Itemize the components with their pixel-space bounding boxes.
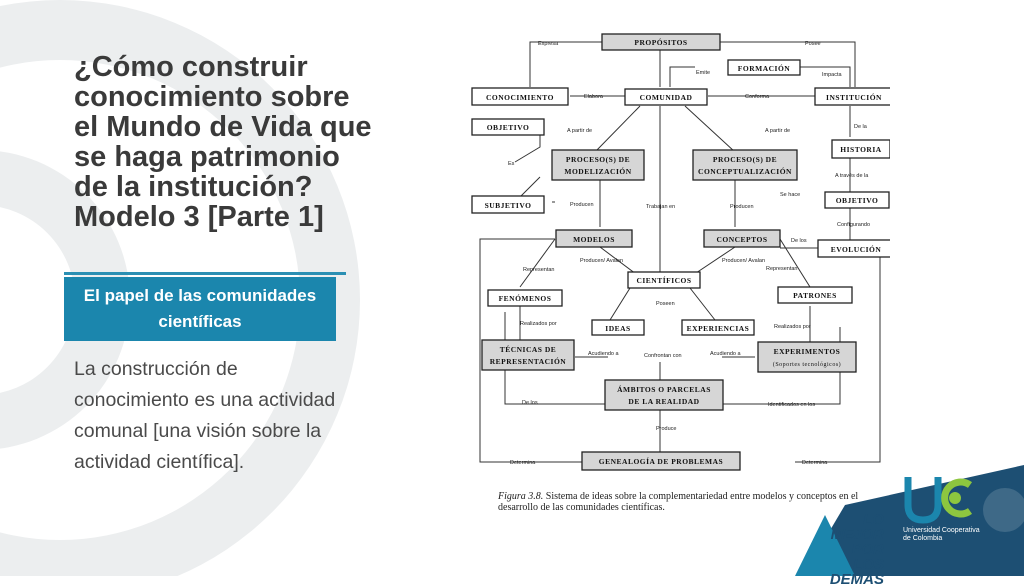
node-formacion: FORMACIÓN bbox=[727, 59, 801, 76]
node-cientificos: CIENTÍFICOS bbox=[627, 271, 701, 289]
brand-corner bbox=[795, 465, 1024, 576]
node-genealogia: GENEALOGÍA DE PROBLEMAS bbox=[581, 451, 741, 471]
label-confrontan-con: Confrontan con bbox=[644, 353, 682, 359]
node-institucion: INSTITUCIÓN bbox=[814, 87, 890, 106]
node-subjetivo: SUBJETIVO bbox=[471, 195, 545, 214]
label-emite: Emite bbox=[696, 70, 710, 76]
svg-text:PATRONES: PATRONES bbox=[793, 291, 837, 300]
label-representan-2: Representan bbox=[766, 266, 798, 272]
label-a-traves: A través de la bbox=[835, 173, 869, 179]
label-a-partir-2: A partir de bbox=[765, 128, 790, 134]
node-experimentos: EXPERIMENTOS (Soportes tecnológicos) bbox=[757, 341, 857, 373]
node-modelos: MODELOS bbox=[555, 229, 633, 248]
svg-text:PROCESO(S) DE: PROCESO(S) DE bbox=[713, 155, 777, 164]
svg-text:EVOLUCIÓN: EVOLUCIÓN bbox=[831, 244, 882, 254]
svg-text:SUBJETIVO: SUBJETIVO bbox=[485, 201, 532, 210]
title-underline bbox=[64, 272, 346, 275]
svg-text:EXPERIMENTOS: EXPERIMENTOS bbox=[774, 347, 841, 356]
svg-text:DE LA REALIDAD: DE LA REALIDAD bbox=[628, 397, 699, 406]
label-elabora: Elabora bbox=[584, 94, 604, 100]
svg-text:CIENTÍFICOS: CIENTÍFICOS bbox=[636, 275, 691, 285]
svg-text:HISTORIA: HISTORIA bbox=[840, 145, 881, 154]
label-determina-1: Determina bbox=[510, 460, 536, 466]
node-ambitos: ÁMBITOS O PARCELAS DE LA REALIDAD bbox=[604, 379, 724, 411]
university-logo-icon bbox=[904, 477, 973, 524]
label-conforma: Conforma bbox=[745, 94, 770, 100]
label-posee: Posee bbox=[805, 41, 821, 47]
node-ideas: IDEAS bbox=[591, 319, 645, 336]
body-text: La construcción de conocimiento es una a… bbox=[74, 358, 336, 473]
label-realizados-por-1: Realizados por bbox=[520, 321, 557, 327]
concept-map-diagram: PROPÓSITOS FORMACIÓN CONOCIMIENTO COMUNI… bbox=[471, 33, 890, 471]
svg-text:PROCESO(S) DE: PROCESO(S) DE bbox=[566, 155, 630, 164]
label-identificados: Identificados en los bbox=[768, 402, 815, 408]
node-fenomenos: FENÓMENOS bbox=[487, 289, 563, 307]
node-objetivo-right: OBJETIVO bbox=[824, 191, 890, 209]
label-trabajan-en: Trabajan en bbox=[646, 204, 675, 210]
label-impacta: Impacta bbox=[822, 72, 843, 78]
node-evolucion: EVOLUCIÓN bbox=[817, 239, 890, 258]
subtitle-box: El papel de las comunidades científicas bbox=[64, 277, 336, 341]
label-se-hace: Se hace bbox=[780, 192, 800, 198]
label-configurando: Configurando bbox=[837, 222, 870, 228]
label-producen-2: Producen bbox=[730, 204, 754, 210]
node-proceso-modelizacion: PROCESO(S) DE MODELIZACIÓN bbox=[551, 149, 645, 181]
label-acudiendo-2: Acudiendo a bbox=[710, 351, 742, 357]
label-expresa: Expresa bbox=[538, 41, 559, 47]
label-acudiendo-1: Acudiendo a bbox=[588, 351, 620, 357]
label-determina-2: Determina bbox=[802, 460, 828, 466]
svg-text:INSTITUCIÓN: INSTITUCIÓN bbox=[826, 92, 882, 102]
svg-text:COMUNIDAD: COMUNIDAD bbox=[640, 93, 693, 102]
svg-text:FENÓMENOS: FENÓMENOS bbox=[499, 293, 552, 303]
svg-text:TÉCNICAS DE: TÉCNICAS DE bbox=[500, 344, 557, 354]
node-proceso-conceptualizacion: PROCESO(S) DE CONCEPTUALIZACIÓN bbox=[692, 149, 798, 181]
svg-text:REPRESENTACIÓN: REPRESENTACIÓN bbox=[490, 356, 567, 366]
label-producen-avalan-2: Producen/ Avalan bbox=[722, 258, 765, 264]
svg-text:MODELIZACIÓN: MODELIZACIÓN bbox=[564, 166, 631, 176]
label-representan-1: Representan bbox=[523, 267, 555, 273]
node-objetivo-left: OBJETIVO bbox=[471, 118, 545, 136]
slide-title: ¿Cómo construir conocimiento sobre el Mu… bbox=[74, 51, 372, 233]
label-producen-1: Producen bbox=[570, 202, 594, 208]
label-a-partir-1: A partir de bbox=[567, 128, 592, 134]
svg-text:OBJETIVO: OBJETIVO bbox=[836, 196, 879, 205]
label-de-los: De los bbox=[791, 238, 807, 244]
university-name: Universidad Cooperativa de Colombia bbox=[903, 527, 980, 542]
label-es: Es bbox=[508, 161, 515, 167]
node-comunidad: COMUNIDAD bbox=[624, 88, 708, 106]
node-patrones: PATRONES bbox=[777, 286, 853, 304]
svg-text:GENEALOGÍA DE PROBLEMAS: GENEALOGÍA DE PROBLEMAS bbox=[599, 456, 723, 466]
svg-text:ÁMBITOS O PARCELAS: ÁMBITOS O PARCELAS bbox=[617, 384, 711, 394]
caption-figure-number: Figura 3.8. bbox=[498, 491, 544, 502]
svg-text:OBJETIVO: OBJETIVO bbox=[487, 123, 530, 132]
svg-text:CONOCIMIENTO: CONOCIMIENTO bbox=[486, 93, 554, 102]
label-producen-avalan-1: Producen/ Avalan bbox=[580, 258, 623, 264]
label-poseen: Poseen bbox=[656, 301, 675, 307]
label-de-los-2: De los bbox=[522, 400, 538, 406]
diagram-edges bbox=[479, 41, 881, 463]
label-de-la: De la bbox=[854, 124, 868, 130]
edge-labels: Expresa Posee Emite Impacta Elabora Conf… bbox=[508, 41, 870, 466]
node-conceptos: CONCEPTOS bbox=[703, 229, 781, 248]
figure-caption: Figura 3.8. Sistema de ideas sobre la co… bbox=[498, 491, 888, 513]
node-historia: HISTORIA bbox=[831, 139, 890, 159]
label-produce: Produce bbox=[656, 426, 677, 432]
svg-text:FORMACIÓN: FORMACIÓN bbox=[738, 63, 790, 73]
node-tecnicas: TÉCNICAS DE REPRESENTACIÓN bbox=[481, 339, 575, 371]
svg-text:PROPÓSITOS: PROPÓSITOS bbox=[634, 37, 687, 47]
svg-text:MODELOS: MODELOS bbox=[573, 235, 615, 244]
svg-text:EXPERIENCIAS: EXPERIENCIAS bbox=[687, 324, 750, 333]
caption-text: Sistema de ideas sobre la complementarie… bbox=[498, 491, 859, 513]
label-realizados-por-2: Realizados por bbox=[774, 324, 811, 330]
svg-text:(Soportes tecnológicos): (Soportes tecnológicos) bbox=[773, 361, 841, 368]
svg-text:CONCEPTUALIZACIÓN: CONCEPTUALIZACIÓN bbox=[698, 166, 792, 176]
svg-text:IDEAS: IDEAS bbox=[605, 324, 630, 333]
svg-text:CONCEPTOS: CONCEPTOS bbox=[716, 235, 767, 244]
node-experiencias: EXPERIENCIAS bbox=[681, 319, 755, 336]
node-conocimiento: CONOCIMIENTO bbox=[471, 87, 569, 106]
node-propositos: PROPÓSITOS bbox=[601, 33, 721, 51]
